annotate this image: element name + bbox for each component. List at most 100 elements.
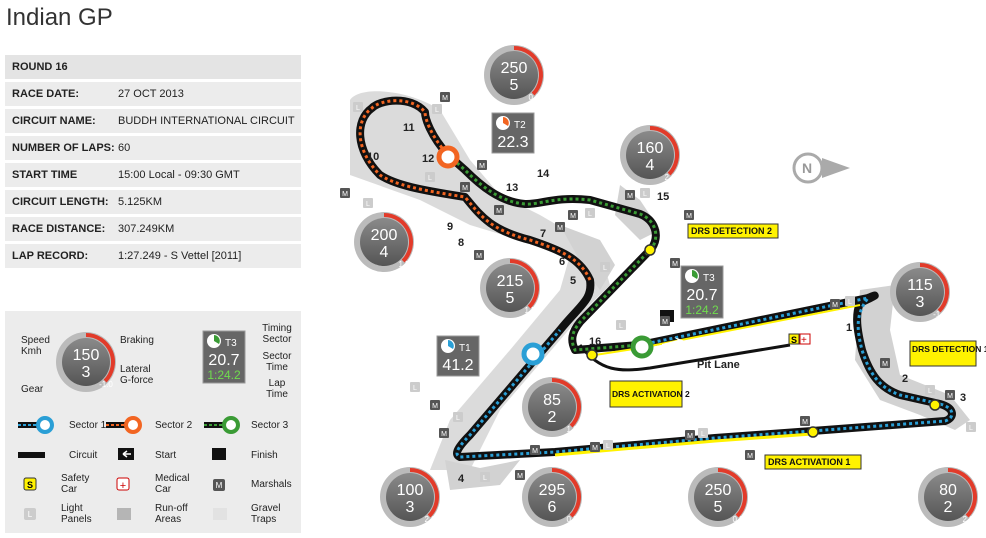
marker-bg bbox=[660, 316, 670, 326]
legend-safety-car-label: Safety Car bbox=[61, 473, 90, 495]
timing-sector-label: T2 bbox=[514, 120, 526, 131]
marshal-marker: M bbox=[340, 188, 350, 198]
marker-bg bbox=[410, 382, 420, 392]
info-value: 307.249KM bbox=[118, 223, 175, 235]
gauge-braking-arc bbox=[717, 468, 747, 518]
timing-sector-label: T3 bbox=[225, 338, 237, 349]
gauge-g-force: 0.1 bbox=[528, 93, 540, 102]
drs-callout-box bbox=[764, 454, 862, 470]
gauge-braking-arc bbox=[409, 468, 439, 518]
marker-glyph: M bbox=[747, 453, 753, 460]
marker-bg bbox=[555, 222, 565, 232]
marker-glyph: M bbox=[517, 473, 523, 480]
marker-glyph: L bbox=[606, 443, 610, 450]
marker-glyph: L bbox=[848, 299, 852, 306]
turn-label: 15 bbox=[657, 191, 669, 203]
gauge-speed: 250 bbox=[501, 60, 528, 77]
marker-bg bbox=[530, 445, 540, 455]
gauge-braking-arc bbox=[551, 468, 581, 518]
marshal-marker: M bbox=[494, 205, 504, 215]
timing-sector-wedge bbox=[692, 270, 698, 279]
marker-glyph: M bbox=[462, 185, 468, 192]
gauge-gear: 2 bbox=[548, 409, 557, 426]
medical-car-icon bbox=[799, 333, 811, 345]
timing-sector-time: 22.3 bbox=[497, 134, 528, 151]
compass-label: N bbox=[802, 160, 812, 176]
legend-sector1-ring bbox=[36, 416, 54, 434]
legend-light-panels-label: Light Panels bbox=[61, 503, 92, 525]
gauge-face bbox=[386, 473, 434, 521]
timing-sector-label: T3 bbox=[703, 273, 715, 284]
legend-marshal-glyph: M bbox=[216, 481, 223, 490]
light-panel-marker: L bbox=[585, 208, 595, 218]
drs-point bbox=[644, 244, 656, 256]
marker-glyph: L bbox=[356, 105, 360, 112]
marker-bg bbox=[698, 428, 708, 438]
marker-glyph: M bbox=[686, 213, 692, 220]
timing-box: T3 20.71:24.2 bbox=[202, 330, 246, 384]
marker-bg bbox=[625, 190, 635, 200]
turn-label: 5 bbox=[570, 275, 576, 287]
marker-glyph: M bbox=[662, 319, 668, 326]
gauge-g-force: 2.0 bbox=[962, 515, 974, 524]
gauge-gear: 3 bbox=[82, 364, 91, 381]
light-panel-marker: L bbox=[363, 198, 373, 208]
timing-lap-time: 1:24.2 bbox=[207, 368, 241, 382]
marshal-marker: M bbox=[684, 210, 694, 220]
marker-glyph: M bbox=[532, 448, 538, 455]
marshal-marker: M bbox=[530, 445, 540, 455]
turn-label: 12 bbox=[422, 153, 434, 165]
marker-bg bbox=[494, 205, 504, 215]
gauge-g-force: 1.5 bbox=[398, 260, 410, 269]
light-panel-marker: L bbox=[640, 188, 650, 198]
marker-bg bbox=[745, 450, 755, 460]
marshal-marker: M bbox=[830, 299, 840, 309]
timing-sector-time: 20.7 bbox=[686, 287, 717, 304]
marker-glyph: L bbox=[366, 201, 370, 208]
turn-label: 6 bbox=[559, 256, 565, 268]
gauge-braking-arc bbox=[513, 46, 543, 96]
marshal-marker: M bbox=[568, 210, 578, 220]
legend-light-panel-glyph: L bbox=[28, 510, 33, 519]
sector2-marker bbox=[436, 145, 460, 169]
drs-activation-2-label: DRS ACTIVATION 2 bbox=[612, 389, 690, 399]
marker-glyph: L bbox=[435, 107, 439, 114]
info-value: BUDDH INTERNATIONAL CIRCUIT bbox=[118, 115, 295, 127]
turn-label: 3 bbox=[960, 392, 966, 404]
marker-glyph: M bbox=[947, 393, 953, 400]
timing-sector-time: 20.7 bbox=[208, 352, 239, 369]
gauge-face bbox=[626, 131, 674, 179]
marker-bg bbox=[684, 210, 694, 220]
marshal-marker: M bbox=[440, 92, 450, 102]
drs-zone bbox=[554, 432, 813, 457]
turn-label: 14 bbox=[537, 168, 550, 180]
gauge-face bbox=[528, 383, 576, 431]
legend-gravel-swatch bbox=[213, 508, 227, 520]
marker-glyph: M bbox=[570, 213, 576, 220]
info-row: NUMBER OF LAPS:60 bbox=[5, 136, 301, 160]
sector3-marker bbox=[630, 335, 654, 359]
marker-bg bbox=[460, 182, 470, 192]
race-info-table: ROUND 16 RACE DATE:27 OCT 2013 CIRCUIT N… bbox=[5, 55, 301, 271]
drs-callout-box bbox=[609, 380, 683, 408]
marker-glyph: L bbox=[928, 388, 932, 395]
timing-sector-time: 41.2 bbox=[442, 357, 473, 374]
marker-glyph: L bbox=[701, 431, 705, 438]
marker-glyph: M bbox=[557, 225, 563, 232]
marker-glyph: M bbox=[441, 431, 447, 438]
marker-glyph: L bbox=[619, 323, 623, 330]
marker-bg bbox=[616, 320, 626, 330]
legend-marshal-icon bbox=[213, 479, 225, 491]
marker-bg bbox=[640, 188, 650, 198]
turn-label: 1 bbox=[846, 322, 852, 334]
runoff-area bbox=[855, 285, 970, 430]
gauge-face bbox=[528, 473, 576, 521]
info-value: 27 OCT 2013 bbox=[118, 88, 184, 100]
info-row: CIRCUIT LENGTH:5.125KM bbox=[5, 190, 301, 214]
runoff-area bbox=[560, 225, 615, 290]
marker-bg bbox=[603, 440, 613, 450]
turn-label: 10 bbox=[367, 151, 379, 163]
marker-glyph: M bbox=[432, 403, 438, 410]
